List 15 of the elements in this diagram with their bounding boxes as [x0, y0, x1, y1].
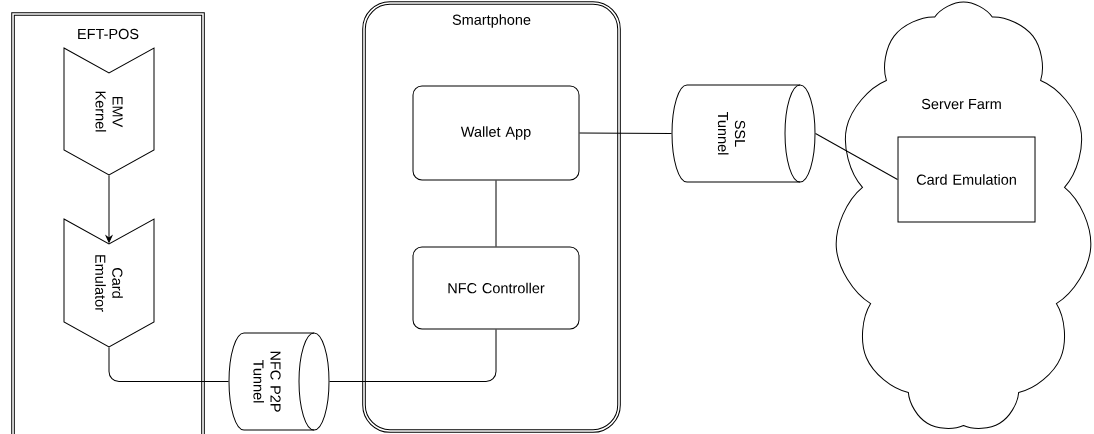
tunnel-cylinder: SSL Tunnel	[671, 84, 816, 183]
process-chevron: EMV Kernel	[63, 47, 155, 176]
connector	[495, 180, 497, 247]
process-chevron: Card Emulator	[63, 218, 155, 348]
process-box: Wallet App	[412, 85, 580, 181]
process-box: Card Emulation	[897, 136, 1036, 223]
node-label: SSL Tunnel	[717, 111, 746, 155]
process-box: NFC Controller	[412, 246, 580, 330]
node-label: NFC P2P Tunnel	[253, 351, 281, 412]
tunnel-cylinder: NFC P2P Tunnel	[228, 332, 330, 431]
connector	[329, 329, 497, 382]
connector	[579, 132, 672, 134]
arrow	[105, 175, 113, 243]
connector	[108, 347, 229, 382]
connector	[815, 133, 898, 180]
